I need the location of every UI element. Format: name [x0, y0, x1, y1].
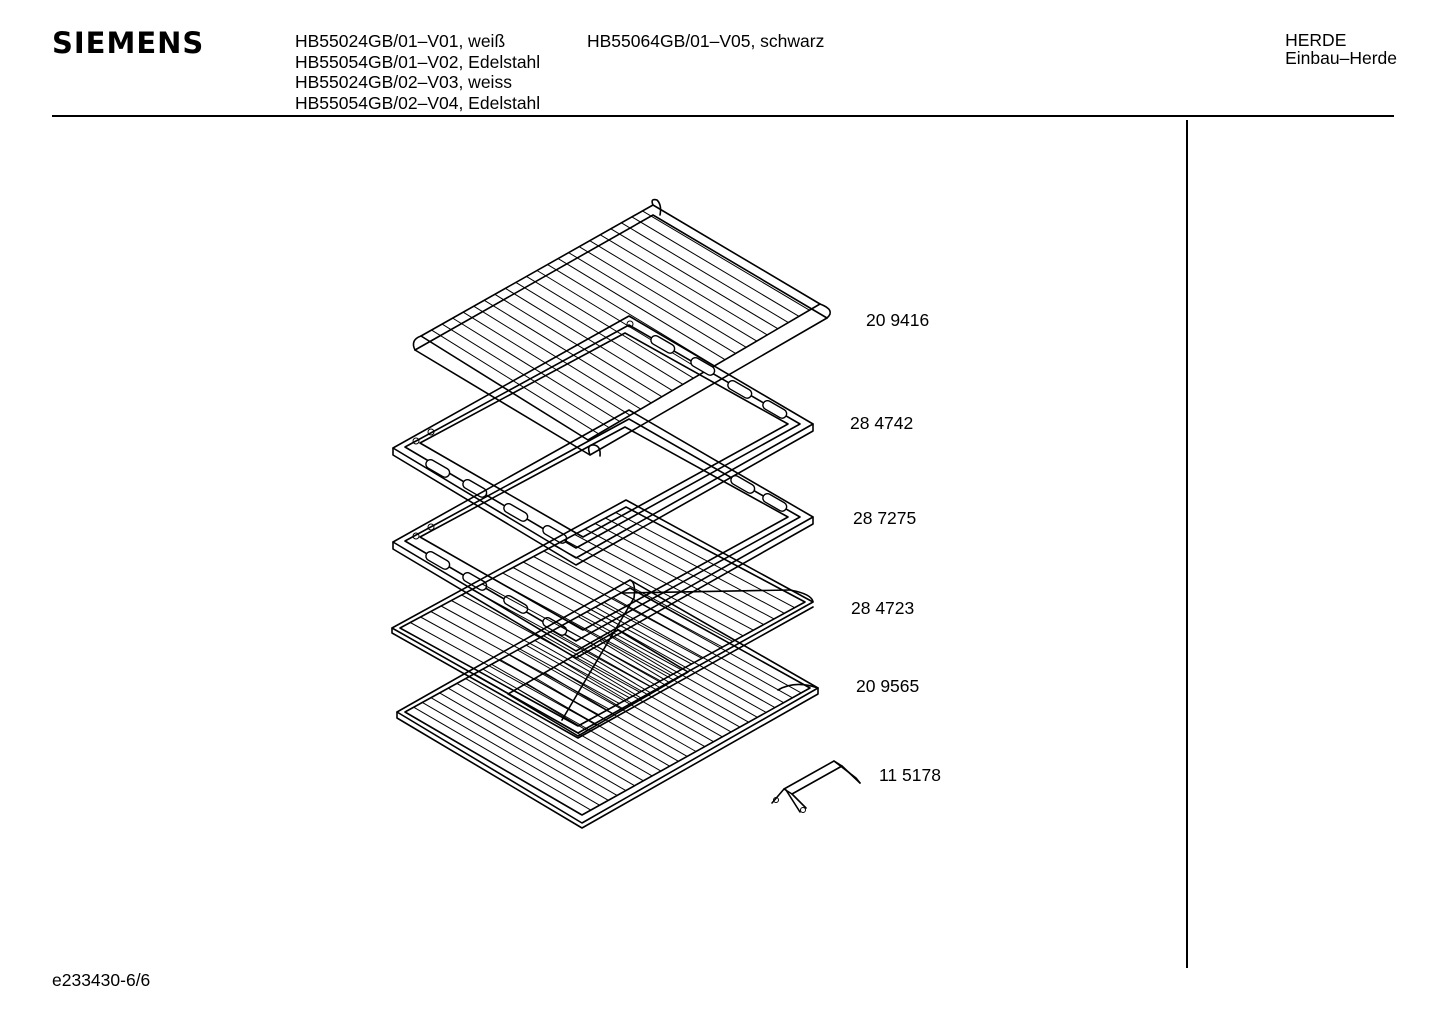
support-pin-drawing: [771, 760, 861, 813]
wire-bar: [502, 572, 682, 671]
wire-bar: [603, 601, 784, 704]
wire-bar: [451, 600, 630, 699]
wire-bar: [508, 654, 688, 757]
wire-bar: [578, 246, 747, 348]
wire-bar: [553, 545, 734, 642]
wire-bar: [484, 299, 652, 404]
wire-bar: [465, 678, 644, 782]
wire-bar: [462, 311, 631, 416]
pan-rack-drawing: [391, 499, 814, 739]
wire-bar: [452, 317, 620, 422]
part-number-label: 20 9565: [856, 676, 920, 696]
wire-bar: [557, 258, 726, 361]
wire-bar: [610, 228, 779, 330]
wire-bar: [422, 702, 600, 806]
wire-bar: [525, 644, 706, 748]
wire-bar: [491, 663, 670, 767]
wire-bar: [599, 640, 670, 684]
wire-bar: [448, 687, 627, 792]
wire-bar: [535, 677, 606, 721]
model-line: HB55064GB/01–V05, schwarz: [587, 31, 825, 51]
wire-bar: [410, 622, 589, 721]
wire-bar: [482, 668, 662, 772]
wire-bar: [473, 305, 641, 410]
wire-bar: [589, 240, 757, 342]
wire-bar: [621, 222, 789, 323]
wire-bar: [581, 650, 652, 694]
model-line: HB55054GB/01–V02, Edelstahl: [295, 51, 541, 72]
wire-bar: [517, 649, 697, 752]
part-number-label: 11 5178: [879, 765, 941, 785]
wire-shelf-top-drawing: [412, 198, 832, 457]
wire-bar: [543, 635, 723, 738]
wire-bar: [600, 234, 768, 336]
wire-bar: [621, 592, 802, 694]
wire-bar: [586, 611, 767, 713]
wire-bar: [547, 264, 715, 367]
part-number-label: 20 9416: [866, 310, 930, 330]
wire-shelf-bottom-drawing: [396, 579, 819, 829]
wire-bar: [584, 528, 764, 625]
wire-bar: [544, 672, 615, 716]
wire-bar: [642, 210, 810, 311]
wire-bar: [553, 666, 625, 710]
wire-bar: [440, 605, 620, 704]
wire-bar: [605, 517, 785, 614]
header-divider: [52, 115, 1394, 117]
category-subtitle: Einbau–Herde: [1285, 48, 1397, 68]
wire-bar: [569, 620, 749, 723]
category-block: HERDE Einbau–Herde: [1285, 31, 1397, 67]
part-number-label: 28 7275: [853, 508, 917, 528]
wire-bar: [562, 661, 634, 705]
column-divider: [1186, 120, 1188, 968]
enamel-tray-drawing: [392, 409, 814, 659]
wire-bar: [594, 523, 775, 620]
wire-bar: [595, 606, 776, 708]
category-title: HERDE: [1285, 30, 1347, 50]
wire-bar: [631, 216, 800, 317]
wire-bar: [590, 645, 661, 689]
part-number-label: 28 4742: [850, 413, 914, 433]
document-id: e233430-6/6: [52, 970, 151, 990]
wire-bar: [471, 589, 651, 687]
wire-bar: [523, 561, 703, 659]
wire-bar: [413, 706, 592, 811]
part-number-label: 28 4723: [851, 598, 915, 618]
wire-bar: [441, 323, 610, 429]
wire-bar: [431, 329, 599, 435]
wire-bar: [564, 539, 744, 637]
wire-bar: [534, 640, 714, 743]
model-list-2: HB55064GB/01–V05, schwarz: [587, 31, 824, 52]
wire-bar: [516, 688, 588, 732]
model-line: HB55054GB/02–V04, Edelstahl: [295, 92, 541, 113]
wire-bar: [430, 697, 609, 801]
wire-bar: [526, 682, 597, 726]
wire-bar: [461, 594, 641, 693]
model-list-1: HB55024GB/01–V01, weiß HB55054GB/01–V02,…: [295, 31, 540, 113]
wire-bar: [551, 630, 732, 733]
wire-bar: [492, 578, 672, 676]
wire-bar: [574, 534, 754, 631]
wire-bar: [494, 293, 663, 398]
wire-bar: [560, 625, 741, 728]
wire-bar: [571, 656, 643, 700]
wire-bar: [439, 692, 618, 796]
wire-bar: [512, 567, 692, 665]
wire-bar: [568, 252, 736, 354]
model-line: HB55024GB/01–V01, weiß: [295, 31, 506, 51]
wire-bar: [473, 673, 653, 777]
wire-bar: [430, 611, 610, 710]
wire-bar: [608, 634, 680, 678]
brand-logo: SIEMENS: [52, 26, 205, 60]
wire-bar: [615, 512, 795, 609]
wire-bar: [505, 287, 673, 391]
wire-bar: [456, 682, 635, 787]
wire-bar: [577, 616, 758, 718]
wire-bar: [612, 597, 793, 699]
model-line: HB55024GB/02–V03, weiss: [295, 72, 512, 92]
baking-tray-drawing: [392, 315, 814, 566]
